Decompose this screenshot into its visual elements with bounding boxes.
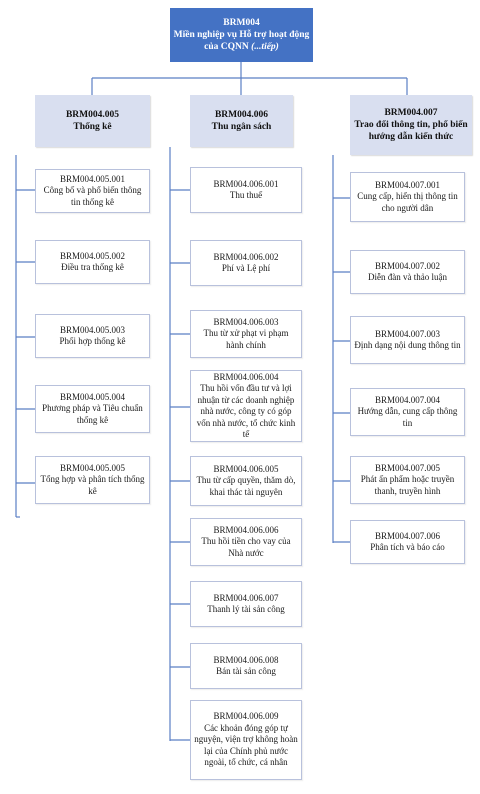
category-name: Thống kê: [73, 122, 112, 132]
leaf-node: BRM004.007.001 Cung cấp, hiển thị thông …: [350, 172, 465, 222]
leaf-name: Hướng dẫn, cung cấp thông tin: [357, 406, 458, 428]
leaf-code: BRM004.005.001: [59, 173, 125, 184]
leaf-code: BRM004.007.004: [374, 394, 440, 405]
leaf-name: Thu hồi vốn đầu tư và lợi nhuận từ các d…: [196, 383, 296, 439]
root-suffix: (...tiếp): [251, 42, 279, 52]
leaf-code: BRM004.006.005: [213, 463, 279, 474]
category-name: Thu ngân sách: [211, 122, 272, 132]
leaf-code: BRM004.006.001: [213, 178, 279, 189]
category-node-budget-revenue: BRM004.006 Thu ngân sách: [190, 95, 293, 147]
leaf-node: BRM004.005.003 Phối hợp thống kê: [35, 314, 150, 358]
category-node-information-exchange: BRM004.007 Trao đổi thông tin, phổ biến …: [350, 95, 472, 155]
leaf-name: Tổng hợp và phân tích thống kê: [40, 474, 145, 496]
leaf-node: BRM004.007.003 Định dạng nội dung thông …: [350, 316, 465, 364]
leaf-name: Phát ấn phẩm hoặc truyền thanh, truyền h…: [360, 474, 455, 496]
leaf-node: BRM004.006.007 Thanh lý tài sản công: [190, 581, 302, 627]
leaf-code: BRM004.007.003: [374, 328, 440, 339]
leaf-node: BRM004.006.003 Thu từ xử phạt vi phạm hà…: [190, 310, 302, 358]
leaf-name: Thanh lý tài sản công: [207, 604, 285, 614]
category-code: BRM004.005: [65, 110, 120, 120]
leaf-code: BRM004.006.008: [213, 654, 279, 665]
leaf-node: BRM004.005.002 Điều tra thống kê: [35, 240, 150, 284]
leaf-node: BRM004.006.001 Thu thuế: [190, 167, 302, 213]
leaf-name: Phân tích và báo cáo: [370, 542, 445, 552]
leaf-node: BRM004.005.005 Tổng hợp và phân tích thố…: [35, 456, 150, 504]
leaf-node: BRM004.005.001 Công bố và phổ biến thông…: [35, 169, 150, 213]
leaf-node: BRM004.006.002 Phí và Lệ phí: [190, 240, 302, 286]
leaf-code: BRM004.005.003: [59, 324, 125, 335]
leaf-code: BRM004.007.002: [374, 260, 440, 271]
leaf-code: BRM004.007.001: [374, 179, 440, 190]
root-code: BRM004: [223, 18, 260, 28]
leaf-name: Thu từ xử phạt vi phạm hành chính: [203, 328, 289, 350]
leaf-node: BRM004.005.004 Phương pháp và Tiêu chuẩn…: [35, 385, 150, 433]
leaf-node: BRM004.007.004 Hướng dẫn, cung cấp thông…: [350, 388, 465, 436]
leaf-code: BRM004.006.006: [213, 524, 279, 535]
leaf-name: Cung cấp, hiển thị thông tin cho người d…: [357, 191, 458, 213]
leaf-name: Thu từ cấp quyền, thăm dò, khai thác tài…: [196, 475, 296, 497]
leaf-name: Diễn đàn và thảo luận: [368, 272, 447, 282]
leaf-node: BRM004.006.008 Bán tài sản công: [190, 643, 302, 689]
leaf-code: BRM004.006.004: [213, 371, 279, 382]
leaf-node: BRM004.006.009 Các khoản đóng góp tự ngu…: [190, 700, 302, 780]
leaf-name: Phối hợp thống kê: [59, 336, 126, 346]
leaf-node: BRM004.006.005 Thu từ cấp quyền, thăm dò…: [190, 456, 302, 506]
leaf-name: Điều tra thống kê: [61, 262, 124, 272]
category-code: BRM004.006: [214, 110, 269, 120]
leaf-node: BRM004.006.006 Thu hồi tiền cho vay của …: [190, 518, 302, 566]
leaf-code: BRM004.006.009: [213, 711, 279, 722]
leaf-name: Phương pháp và Tiêu chuẩn thống kê: [42, 403, 143, 425]
leaf-code: BRM004.005.005: [59, 462, 125, 473]
leaf-code: BRM004.007.006: [374, 530, 440, 541]
leaf-code: BRM004.006.007: [213, 592, 279, 603]
leaf-code: BRM004.006.002: [213, 251, 279, 262]
leaf-code: BRM004.007.005: [374, 462, 440, 473]
leaf-code: BRM004.005.002: [59, 250, 125, 261]
category-name: Trao đổi thông tin, phổ biến hướng dẫn k…: [354, 120, 468, 142]
leaf-node: BRM004.007.006 Phân tích và báo cáo: [350, 520, 465, 564]
category-node-statistics: BRM004.005 Thống kê: [35, 95, 150, 147]
leaf-node: BRM004.007.005 Phát ấn phẩm hoặc truyền …: [350, 456, 465, 504]
leaf-name: Thu thuế: [229, 190, 263, 200]
root-title: Miền nghiệp vụ Hỗ trợ hoạt động của CQNN…: [173, 30, 310, 52]
leaf-node: BRM004.007.002 Diễn đàn và thảo luận: [350, 250, 465, 294]
leaf-name: Các khoản đóng góp tự nguyện, viện trợ k…: [194, 722, 298, 768]
leaf-name: Thu hồi tiền cho vay của Nhà nước: [201, 536, 291, 558]
leaf-name: Công bố và phổ biến thông tin thống kê: [43, 185, 142, 207]
leaf-code: BRM004.005.004: [59, 391, 125, 402]
leaf-name: Phí và Lệ phí: [221, 263, 271, 273]
leaf-name: Bán tài sản công: [216, 666, 276, 676]
root-node: BRM004 Miền nghiệp vụ Hỗ trợ hoạt động c…: [170, 8, 313, 62]
category-code: BRM004.007: [384, 108, 438, 118]
leaf-code: BRM004.006.003: [213, 316, 279, 327]
leaf-node: BRM004.006.004 Thu hồi vốn đầu tư và lợi…: [190, 370, 302, 442]
leaf-name: Định dạng nội dung thông tin: [354, 340, 461, 350]
